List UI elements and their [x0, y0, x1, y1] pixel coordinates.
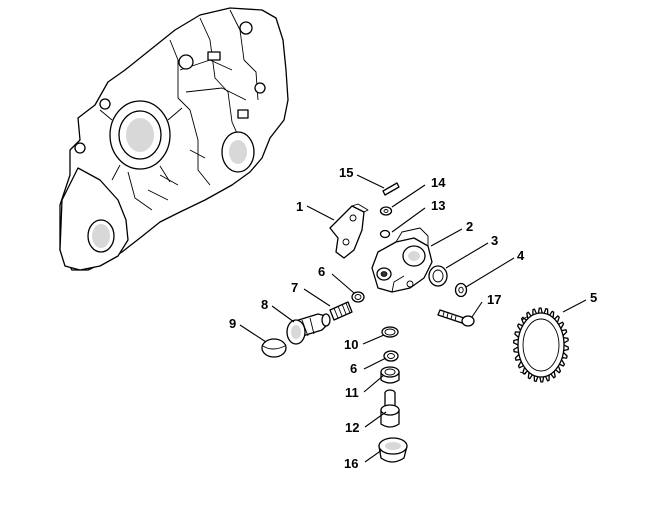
callout-5: 5 [590, 290, 597, 305]
part-washer [379, 206, 393, 216]
callout-17: 17 [487, 292, 501, 307]
callout-1: 1 [296, 199, 303, 214]
part-small-oring [379, 229, 391, 239]
callout-3: 3 [491, 233, 498, 248]
part-spring [329, 301, 353, 321]
part-ring-seal [428, 265, 448, 287]
callout-13: 13 [431, 198, 445, 213]
part-oring-10 [381, 326, 399, 338]
callout-16: 16 [344, 456, 358, 471]
part-oring-lower [383, 350, 399, 362]
callout-14: 14 [431, 175, 446, 190]
callout-4: 4 [517, 248, 525, 263]
callout-7: 7 [291, 280, 298, 295]
part-shaft [380, 389, 400, 428]
part-pump-body [371, 227, 433, 293]
callout-10: 10 [344, 337, 358, 352]
part-plunger [286, 313, 331, 345]
callout-6-lower: 6 [350, 361, 357, 376]
callout-12: 12 [345, 420, 359, 435]
part-cap [261, 338, 287, 358]
callout-11: 11 [345, 385, 359, 400]
callout-15: 15 [339, 165, 353, 180]
callout-numbers: 1 2 3 4 5 6 6 7 8 9 10 11 12 13 14 15 16… [229, 165, 597, 471]
part-sleeve [378, 437, 408, 463]
part-bushing [380, 366, 400, 384]
part-oring-upper [351, 291, 365, 303]
part-screw [437, 309, 475, 327]
callout-2: 2 [466, 219, 473, 234]
callout-8: 8 [261, 297, 268, 312]
crankcase-housing [59, 7, 289, 271]
leader-lines [239, 174, 587, 463]
callout-9: 9 [229, 316, 236, 331]
part-pin [382, 182, 400, 196]
part-worm-gear [513, 307, 569, 383]
part-washer-4 [454, 282, 468, 298]
callout-6-upper: 6 [318, 264, 325, 279]
part-bracket [329, 203, 369, 259]
